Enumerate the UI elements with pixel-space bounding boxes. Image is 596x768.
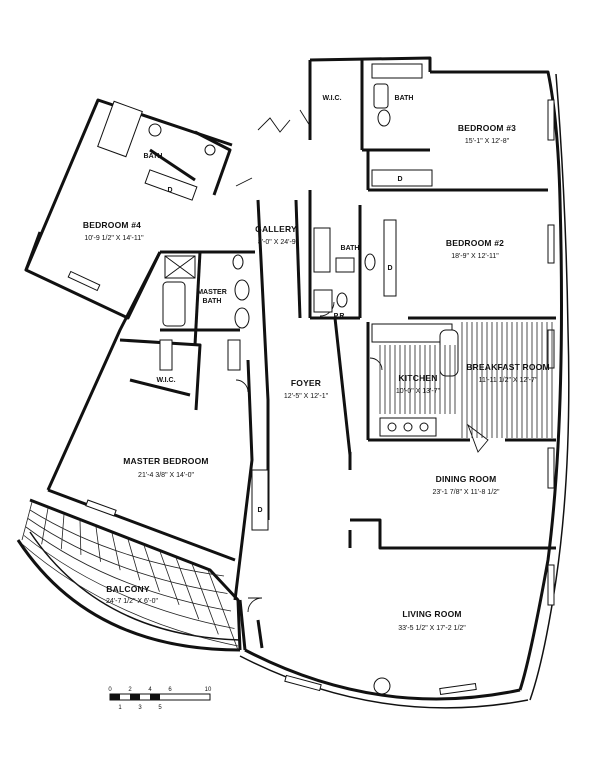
room-dims: 15'-1" X 12'-8"	[465, 138, 510, 145]
room-dims: 21'-4 3/8" X 14'-0"	[138, 472, 194, 479]
scale-tick-0: 0	[108, 687, 112, 693]
balcony-tile-line	[127, 538, 141, 581]
scale-tick-2: 2	[128, 687, 132, 693]
balcony-tile-line	[79, 520, 82, 555]
room-balcony: BALCONY 24'-7 1/2" X 6'-0"	[106, 584, 159, 605]
room-dims: 23'-1 7/8" X 11'-8 1/2"	[432, 489, 500, 496]
room-living: LIVING ROOM 33'-5 1/2" X 17'-2 1/2"	[398, 609, 466, 632]
room-bedroom-2: BEDROOM #2 18'-9" X 12'-11"	[446, 238, 504, 260]
room-kitchen: KITCHEN 10'-0" X 13'-7"	[396, 373, 441, 395]
label-master-bath-2: BATH	[203, 298, 222, 305]
scale-tick-4: 4	[148, 687, 152, 693]
room-foyer: FOYER 12'-5" X 12'-1"	[284, 378, 329, 400]
scale-tick-10: 10	[205, 687, 212, 693]
balcony-tile-line	[21, 543, 239, 647]
balcony-tile-line	[23, 535, 235, 629]
fixtures	[67, 63, 555, 696]
balcony-tile-line	[29, 509, 225, 577]
balcony-tile-line	[41, 508, 49, 545]
room-bedroom-3: BEDROOM #3 15'-1" X 12'-8"	[458, 123, 516, 145]
label-powder-room: P.R.	[334, 313, 347, 320]
label-closet-bedroom4: D	[167, 187, 172, 194]
scale-tick-3: 3	[138, 705, 142, 711]
balcony-tile-line	[21, 501, 33, 541]
small-labels: W.I.C. BATH BATH BATH P.R. MASTER BATH W…	[144, 95, 414, 514]
label-bath-bedroom2: BATH	[341, 245, 360, 252]
breakfast-room-flooring	[379, 322, 553, 438]
label-closet-bedroom3: D	[397, 176, 402, 183]
balcony-tile-line	[111, 532, 121, 571]
room-gallery: GALLERY 8'-0" X 24'-9"	[255, 224, 299, 246]
scale-tick-5: 5	[158, 705, 162, 711]
scale-tick-1: 1	[118, 705, 122, 711]
interior-walls	[29, 60, 556, 651]
room-dims: 10'-0" X 13'-7"	[396, 388, 441, 395]
balcony-tile-line	[159, 551, 180, 606]
room-master-bedroom: MASTER BEDROOM 21'-4 3/8" X 14'-0"	[123, 456, 208, 479]
balcony-tile-line	[25, 526, 232, 612]
room-breakfast: BREAKFAST ROOM 11'-11 1/2" X 12'-7"	[466, 362, 550, 384]
balcony-tile-line	[27, 518, 228, 594]
room-dims: 24'-7 1/2" X 6'-0"	[106, 598, 159, 605]
room-dims: 12'-5" X 12'-1"	[284, 393, 329, 400]
room-name: FOYER	[291, 378, 321, 388]
exterior-walls	[16, 56, 570, 709]
room-name: KITCHEN	[398, 373, 437, 383]
room-dims: 10'-9 1/2" X 14'-11"	[84, 235, 144, 242]
room-name: BEDROOM #4	[83, 220, 141, 230]
room-dims: 11'-11 1/2" X 12'-7"	[479, 377, 538, 384]
room-name: MASTER BEDROOM	[123, 456, 208, 466]
room-labels: BEDROOM #3 15'-1" X 12'-8" BEDROOM #2 18…	[83, 123, 550, 632]
balcony-tile-line	[207, 569, 239, 651]
balcony-tiles	[21, 501, 239, 651]
balcony-tile-line	[143, 545, 160, 592]
room-bedroom-4: BEDROOM #4 10'-9 1/2" X 14'-11"	[83, 220, 144, 242]
balcony-tile-line	[60, 514, 65, 550]
room-name: BREAKFAST ROOM	[466, 362, 550, 372]
room-dims: 8'-0" X 24'-9"	[258, 239, 299, 246]
label-closet-bedroom2: D	[387, 265, 392, 272]
label-wic-top: W.I.C.	[322, 95, 341, 102]
room-name: GALLERY	[255, 224, 297, 234]
label-bath-top: BATH	[395, 95, 414, 102]
room-name: BEDROOM #3	[458, 123, 516, 133]
room-name: DINING ROOM	[436, 474, 497, 484]
scale-bar: 0 2 4 6 10 1 3 5	[108, 687, 212, 711]
balcony-tile-line	[175, 557, 200, 620]
scale-tick-6: 6	[168, 687, 172, 693]
room-dims: 33'-5 1/2" X 17'-2 1/2"	[398, 625, 466, 632]
label-closet-foyer: D	[257, 507, 262, 514]
room-name: LIVING ROOM	[402, 609, 461, 619]
room-dining: DINING ROOM 23'-1 7/8" X 11'-8 1/2"	[432, 474, 500, 496]
room-name: BALCONY	[106, 584, 150, 594]
label-master-bath-1: MASTER	[197, 289, 227, 296]
label-bath-bedroom4: BATH	[144, 153, 163, 160]
room-dims: 18'-9" X 12'-11"	[451, 253, 499, 260]
balcony-tile-line	[191, 563, 219, 635]
room-name: BEDROOM #2	[446, 238, 504, 248]
label-wic-master: W.I.C.	[156, 377, 175, 384]
